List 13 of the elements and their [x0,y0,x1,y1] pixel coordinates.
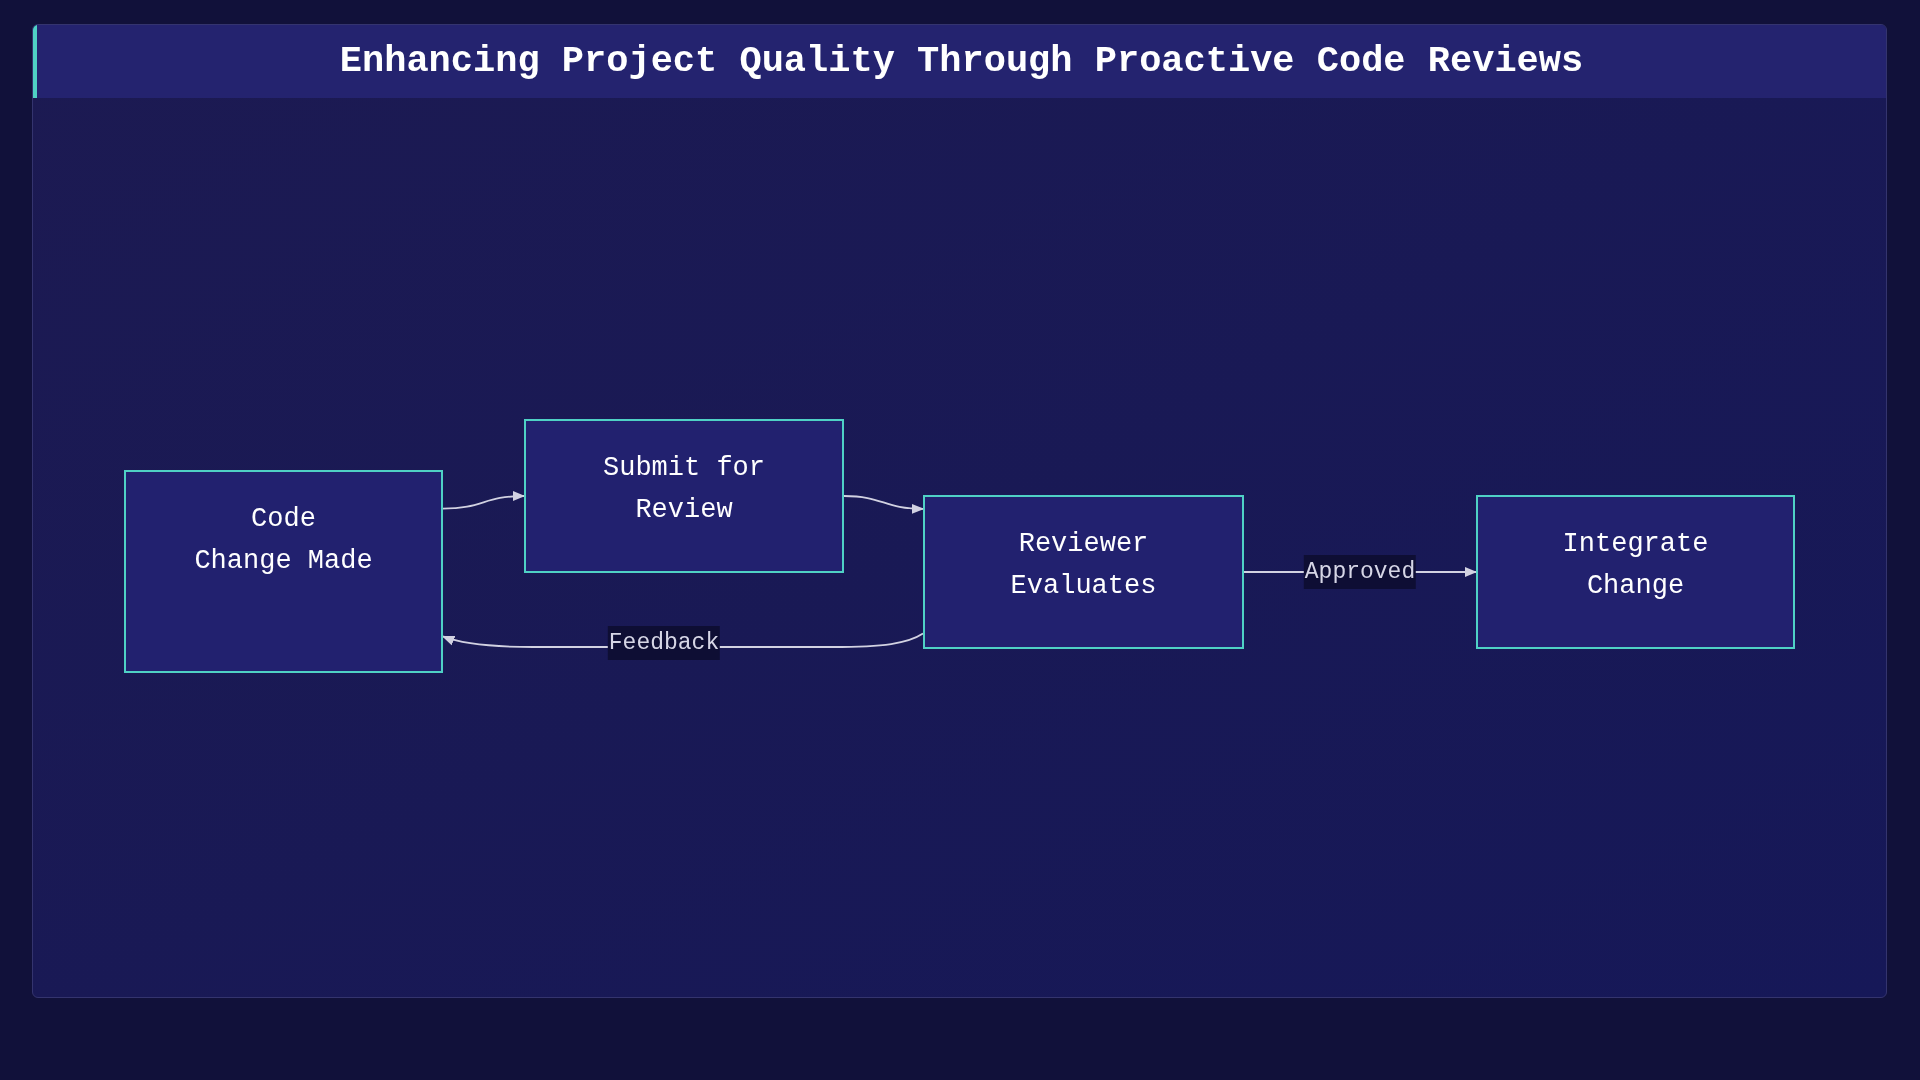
process-box [124,470,443,673]
process-box [923,495,1244,649]
box-label: Integrate Change [1561,528,1710,603]
process-box [524,419,844,573]
box-label: Reviewer Evaluates [1009,528,1158,603]
edge-label: Approved [1303,555,1417,589]
arrow [843,495,925,514]
box-label: Code Change Made [194,503,373,578]
arrow [442,491,526,510]
process-box [1476,495,1795,649]
edge-label: Feedback [607,626,721,660]
title: Enhancing Project Quality Through Proactive Code Reviews [339,43,1584,80]
box-label: Submit for Review [602,452,766,527]
